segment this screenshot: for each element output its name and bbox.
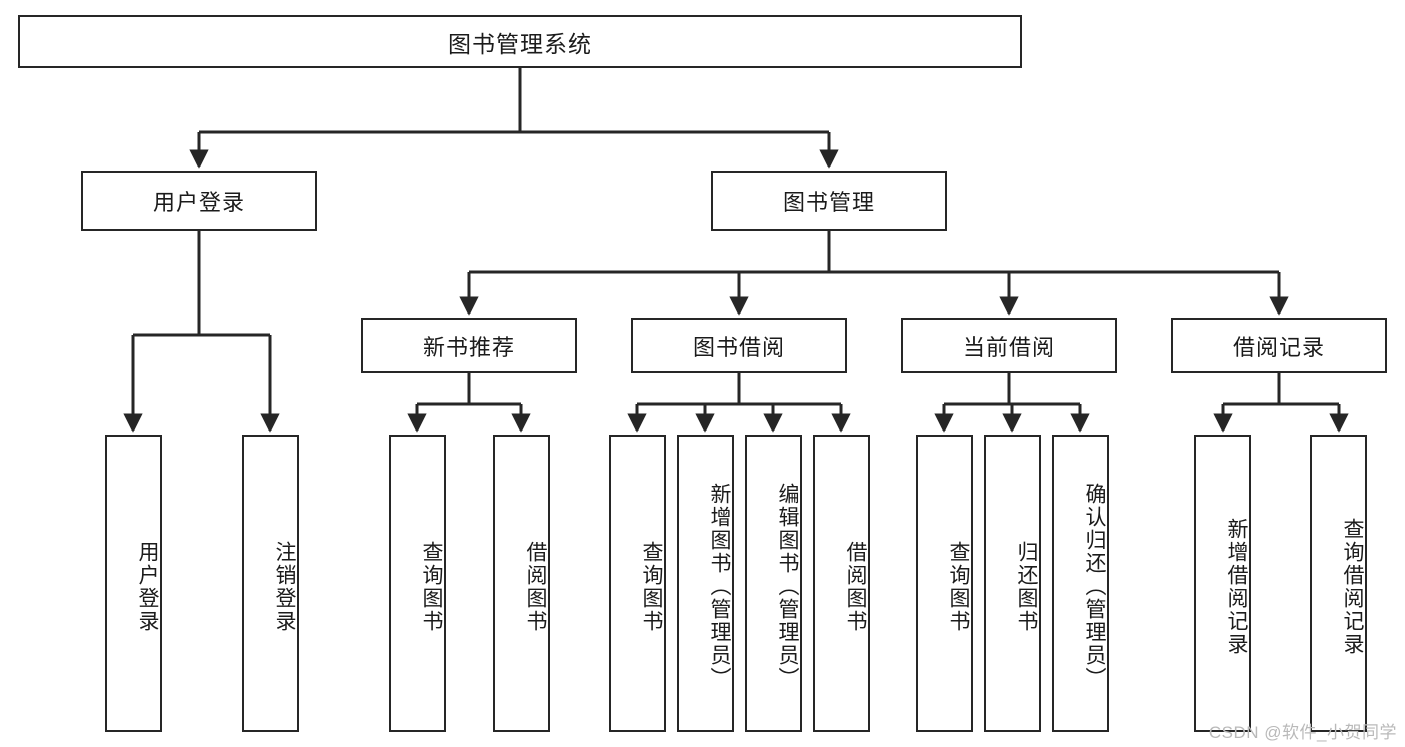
node-label: 编辑图书（管理员） — [776, 483, 799, 690]
node-label: 用户登录 — [152, 190, 245, 215]
leaf-book-borrow-edit-book-admin[interactable]: 编辑图书（管理员） — [745, 435, 802, 732]
node-label: 图书管理 — [782, 190, 875, 215]
node-borrow-record[interactable]: 借阅记录 — [1171, 318, 1387, 373]
leaf-current-borrow-return-book[interactable]: 归还图书 — [984, 435, 1041, 732]
node-user-login[interactable]: 用户登录 — [81, 171, 317, 231]
leaf-book-borrow-query-book[interactable]: 查询图书 — [609, 435, 666, 732]
leaf-book-borrow-add-book-admin[interactable]: 新增图书（管理员） — [677, 435, 734, 732]
node-new-book-recommend[interactable]: 新书推荐 — [361, 318, 577, 373]
node-book-borrow[interactable]: 图书借阅 — [631, 318, 847, 373]
csdn-watermark: CSDN @软件_小贺同学 — [1208, 723, 1397, 742]
node-label: 新书推荐 — [422, 334, 515, 360]
leaf-borrow-record-query-record[interactable]: 查询借阅记录 — [1310, 435, 1367, 732]
node-label: 确认归还（管理员） — [1083, 483, 1106, 690]
node-label: 查询图书 — [947, 540, 970, 633]
node-label: 借阅图书 — [524, 540, 547, 633]
node-root-book-management-system[interactable]: 图书管理系统 — [18, 15, 1022, 68]
leaf-user-login-logout[interactable]: 注销登录 — [242, 435, 299, 732]
leaf-current-borrow-confirm-return-admin[interactable]: 确认归还（管理员） — [1052, 435, 1109, 732]
node-label: 图书借阅 — [692, 334, 785, 360]
leaf-current-borrow-query-book[interactable]: 查询图书 — [916, 435, 973, 732]
node-label: 借阅图书 — [844, 540, 867, 633]
node-label: 注销登录 — [273, 540, 296, 633]
node-label: 借阅记录 — [1232, 334, 1325, 360]
leaf-user-login-login[interactable]: 用户登录 — [105, 435, 162, 732]
node-label: 归还图书 — [1015, 540, 1038, 633]
node-label: 当前借阅 — [962, 334, 1055, 360]
leaf-book-borrow-borrow-book[interactable]: 借阅图书 — [813, 435, 870, 732]
node-label: 图书管理系统 — [448, 30, 592, 57]
leaf-borrow-record-add-record[interactable]: 新增借阅记录 — [1194, 435, 1251, 732]
node-label: 查询图书 — [420, 540, 443, 633]
leaf-new-book-borrow-book[interactable]: 借阅图书 — [493, 435, 550, 732]
node-label: 查询借阅记录 — [1341, 517, 1364, 656]
node-current-borrow[interactable]: 当前借阅 — [901, 318, 1117, 373]
node-label: 新增借阅记录 — [1225, 517, 1248, 656]
node-label: 用户登录 — [136, 540, 159, 633]
node-book-management[interactable]: 图书管理 — [711, 171, 947, 231]
leaf-new-book-query-book[interactable]: 查询图书 — [389, 435, 446, 732]
node-label: 新增图书（管理员） — [708, 483, 731, 690]
node-label: 查询图书 — [640, 540, 663, 633]
